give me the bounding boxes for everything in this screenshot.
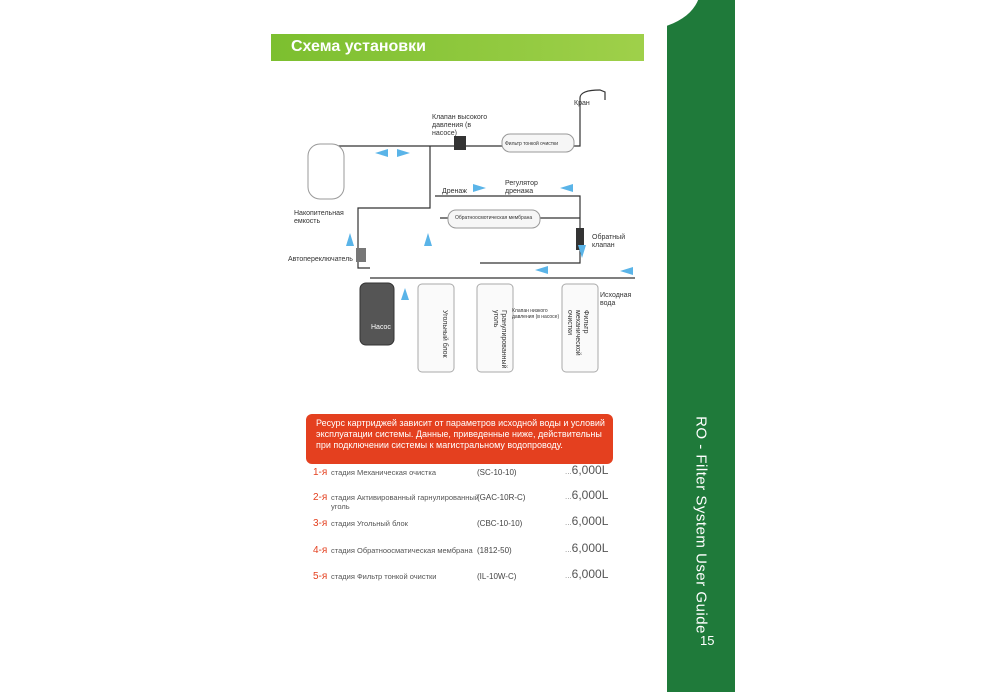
stage-code: (CBC-10-10)	[477, 519, 523, 528]
flow-arrow	[620, 267, 633, 275]
label-drain: Дренаж	[442, 188, 467, 195]
section-title: Схема установки	[291, 38, 426, 55]
stage-row: 4-я стадия Обратноосматическая мембрана …	[313, 541, 623, 573]
stage-row: 1-я стадия Механическая очистка (SC-10-1…	[313, 463, 623, 495]
section-title-bar: Схема установки	[271, 34, 644, 61]
flow-arrow	[578, 245, 586, 258]
label-hp-valve: Клапан высокого давления (в насосе)	[432, 114, 488, 137]
flow-arrow	[401, 288, 409, 300]
label-tank: Накопительная емкость	[294, 210, 344, 225]
label-faucet: Кран	[574, 100, 590, 107]
stage-code: (IL-10W-C)	[477, 572, 517, 581]
hp-valve-shape	[454, 136, 466, 150]
flow-arrow	[560, 184, 573, 192]
capacity-value: 6,000L	[571, 514, 609, 528]
flow-arrow	[346, 233, 354, 246]
page-number: 15	[700, 633, 715, 648]
side-band	[667, 0, 735, 692]
stage-capacity: ...6,000L	[565, 567, 608, 581]
membrane-shape	[447, 209, 541, 229]
flow-arrow	[424, 233, 432, 246]
tank-shape	[307, 143, 345, 200]
label-lp-valve: Клапан низкого давления (в насосе)	[512, 308, 560, 320]
stage-capacity: ...6,000L	[565, 463, 608, 477]
label-check-valve: Обратный клапан	[592, 234, 626, 249]
flow-arrow	[397, 149, 410, 157]
label-membrane: Обратноосмотическая мембрана	[455, 215, 533, 221]
stage-capacity: ...6,000L	[565, 514, 608, 528]
label-auto-switch: Автопереключатель	[288, 256, 353, 263]
pump-shape	[359, 282, 395, 346]
capacity-prefix: ...	[565, 492, 572, 501]
capacity-value: 6,000L	[571, 541, 609, 555]
label-mechanical-filter: Фильтр механической очистки	[566, 310, 589, 356]
stage-number: 2-я	[313, 492, 328, 503]
stage-capacity: ...6,000L	[565, 541, 608, 555]
drain-line	[435, 195, 581, 264]
diagram-drawing	[307, 89, 635, 373]
installation-diagram: Кран Клапан высокого давления (в насосе)…	[280, 88, 640, 388]
stage-code: (SC-10-10)	[477, 468, 517, 477]
stage-row: 5-я стадия Фильтр тонкой очистки (IL-10W…	[313, 567, 623, 599]
stage-label: стадия Обратноосматическая мембрана	[331, 546, 473, 555]
capacity-prefix: ...	[565, 545, 572, 554]
notice-text: Ресурс картриджей зависит от параметров …	[316, 418, 605, 450]
product-line	[335, 136, 581, 147]
stage-code: (GAC-10R-C)	[477, 493, 526, 502]
capacity-value: 6,000L	[571, 488, 609, 502]
stage-row: 2-я стадия Активированный гарнулированны…	[313, 488, 623, 520]
capacity-value: 6,000L	[571, 463, 609, 477]
capacity-prefix: ...	[565, 571, 572, 580]
tank-line	[357, 146, 431, 248]
flow-arrow	[535, 266, 548, 274]
side-title: RO - Filter System User Guide	[692, 416, 710, 634]
capacity-prefix: ...	[565, 467, 572, 476]
label-inlet: Исходная вода	[600, 292, 632, 307]
check-valve-shape	[576, 228, 584, 250]
stage-label: стадия Механическая очистка	[331, 468, 436, 477]
stage-code: (1812-50)	[477, 546, 512, 555]
stage-row: 3-я стадия Угольный блок (CBC-10-10) ...…	[313, 514, 623, 546]
stage-label: стадия Фильтр тонкой очистки	[331, 572, 437, 581]
carbon-block-housing	[417, 283, 455, 373]
granular-carbon-housing	[476, 283, 514, 373]
capacity-prefix: ...	[565, 518, 572, 527]
label-granular-carbon: Гранулированный уголь	[492, 310, 507, 369]
label-carbon-block: Угольный блок	[441, 310, 448, 358]
stage-label: стадия Активированный гарнулированный уг…	[331, 493, 479, 511]
label-pump: Насос	[371, 324, 391, 331]
label-drain-regulator: Регулятор дренажа	[505, 180, 538, 195]
capacity-value: 6,000L	[571, 567, 609, 581]
stage-label: стадия Угольный блок	[331, 519, 408, 528]
stage-number: 4-я	[313, 545, 328, 556]
auto-switch-shape	[356, 248, 366, 262]
notice-box: Ресурс картриджей зависит от параметров …	[306, 414, 613, 464]
stage-number: 5-я	[313, 571, 328, 582]
flow-arrow	[375, 149, 388, 157]
stage-number: 3-я	[313, 518, 328, 529]
mechanical-housing	[561, 283, 599, 373]
fine-filter-shape	[501, 133, 575, 153]
flow-arrow	[473, 184, 486, 192]
stage-number: 1-я	[313, 467, 328, 478]
stage-capacity: ...6,000L	[565, 488, 608, 502]
label-fine-filter: Фильтр тонкой очистки	[505, 141, 559, 147]
faucet-spout	[579, 89, 606, 136]
